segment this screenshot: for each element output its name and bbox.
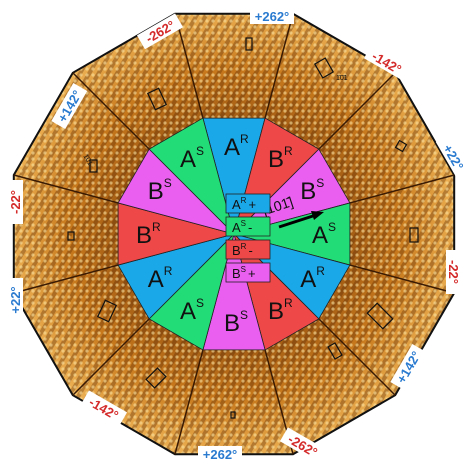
scan-marker: [394, 139, 408, 153]
legend-text: AR+: [232, 196, 256, 212]
legend-box: [225, 262, 271, 283]
panel-divider: [349, 264, 455, 294]
scan-marker: [145, 367, 167, 389]
panel-divider: [318, 318, 396, 396]
scan-marker: [313, 57, 335, 79]
scan-marker: [96, 299, 118, 323]
scan-marker: [67, 231, 75, 241]
scan-marker: [366, 302, 394, 330]
segment-12: [148, 117, 235, 236]
scan-marker: [245, 37, 253, 51]
panel-divider: [349, 174, 455, 204]
panel-divider: [174, 349, 204, 455]
scan-area-markers: [67, 37, 419, 419]
legend-text: AS-: [232, 219, 252, 235]
panel-divider: [13, 174, 119, 204]
panel-divider: [72, 72, 150, 150]
scan-marker: [146, 87, 168, 111]
svg-text:+262°: +262°: [203, 447, 237, 462]
angle-label-left: -22°: [7, 180, 23, 224]
scan-marker: [409, 227, 419, 243]
stm-panel-dividers: [13, 13, 455, 455]
center-legend: AR+ AS- BR- BS+: [225, 193, 271, 283]
inset-miller-label-top: 1̄0̄1: [336, 75, 348, 82]
panel-divider: [72, 318, 150, 396]
legend-box: [225, 193, 271, 214]
scan-marker: [230, 411, 236, 419]
legend-text: BR-: [232, 242, 253, 258]
panel-divider: [264, 13, 294, 119]
angle-label-bottom: +262°: [198, 446, 242, 462]
svg-text:+22°: +22°: [8, 286, 23, 313]
direction-arrow: [278, 211, 324, 229]
legend-text: BS+: [232, 265, 256, 281]
angle-label-top: +262°: [250, 8, 294, 24]
angle-label-right: -22°: [446, 250, 462, 294]
scan-marker: [89, 159, 98, 173]
panel-divider: [318, 72, 396, 150]
legend-box: [225, 239, 271, 260]
scan-marker: [327, 342, 343, 360]
panel-divider: [174, 13, 204, 119]
inset-miller-label-left: 1̄01: [82, 153, 94, 167]
svg-text:-22°: -22°: [8, 190, 23, 214]
panel-divider: [13, 264, 119, 294]
angle-label-lower-left: +22°: [7, 278, 23, 322]
svg-text:-22°: -22°: [446, 260, 461, 284]
svg-text:+262°: +262°: [255, 9, 289, 24]
legend-box: [225, 216, 271, 237]
